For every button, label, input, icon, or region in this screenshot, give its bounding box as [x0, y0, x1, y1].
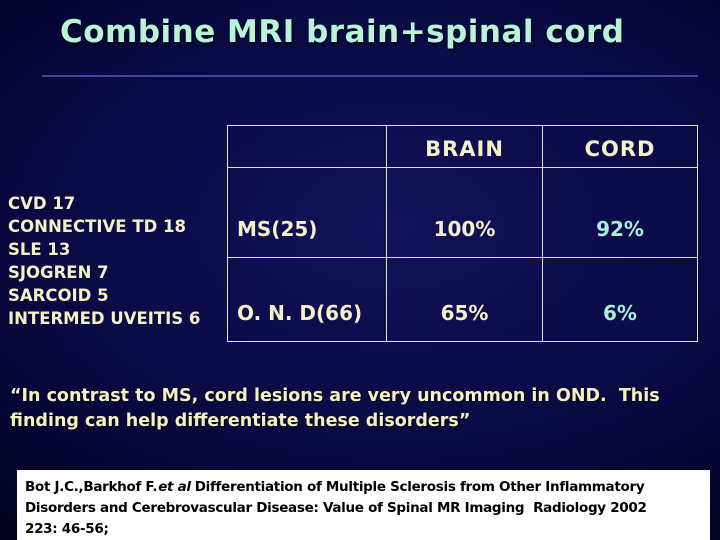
ms-cord-value: 92%	[542, 167, 698, 258]
citation-line-2: Disorders and Cerebrovascular Disease: V…	[25, 500, 647, 516]
row-label-ond: O. N. D(66)	[227, 257, 387, 342]
results-table: BRAIN CORD MS(25) 100% 92% O. N. D(66) 6…	[227, 125, 698, 342]
list-item-sle: SLE 13	[8, 240, 71, 259]
table-header-row: BRAIN CORD	[227, 125, 698, 168]
title-divider	[42, 75, 698, 77]
list-item-intermed-uveitis: INTERMED UVEITIS 6	[8, 309, 201, 328]
slide-title: Combine MRI brain+spinal cord	[60, 14, 625, 50]
column-header-cord: CORD	[542, 125, 698, 168]
diagnosis-count-list: CVD 17 CONNECTIVE TD 18 SLE 13 SJOGREN 7…	[8, 192, 200, 330]
table-row-ms: MS(25) 100% 92%	[227, 167, 698, 258]
list-item-sjogren: SJOGREN 7	[8, 263, 109, 282]
row-label-ms: MS(25)	[227, 167, 387, 258]
list-item-connective-td: CONNECTIVE TD 18	[8, 217, 186, 236]
table-row-ond: O. N. D(66) 65% 6%	[227, 257, 698, 342]
citation-authors: Bot J.C.,Barkhof F.	[25, 479, 158, 495]
citation-etal: et al	[158, 479, 191, 495]
citation-line-3: 223: 46-56;	[25, 521, 109, 537]
quote-text: “In contrast to MS, cord lesions are ver…	[10, 386, 660, 431]
ms-brain-value: 100%	[386, 167, 543, 258]
column-header-brain: BRAIN	[386, 125, 543, 168]
list-item-sarcoid: SARCOID 5	[8, 286, 109, 305]
citation-title-part: Differentiation of Multiple Sclerosis fr…	[194, 479, 645, 495]
ond-brain-value: 65%	[386, 257, 543, 342]
table-corner-cell	[227, 125, 387, 168]
ond-cord-value: 6%	[542, 257, 698, 342]
list-item-cvd: CVD 17	[8, 194, 76, 213]
